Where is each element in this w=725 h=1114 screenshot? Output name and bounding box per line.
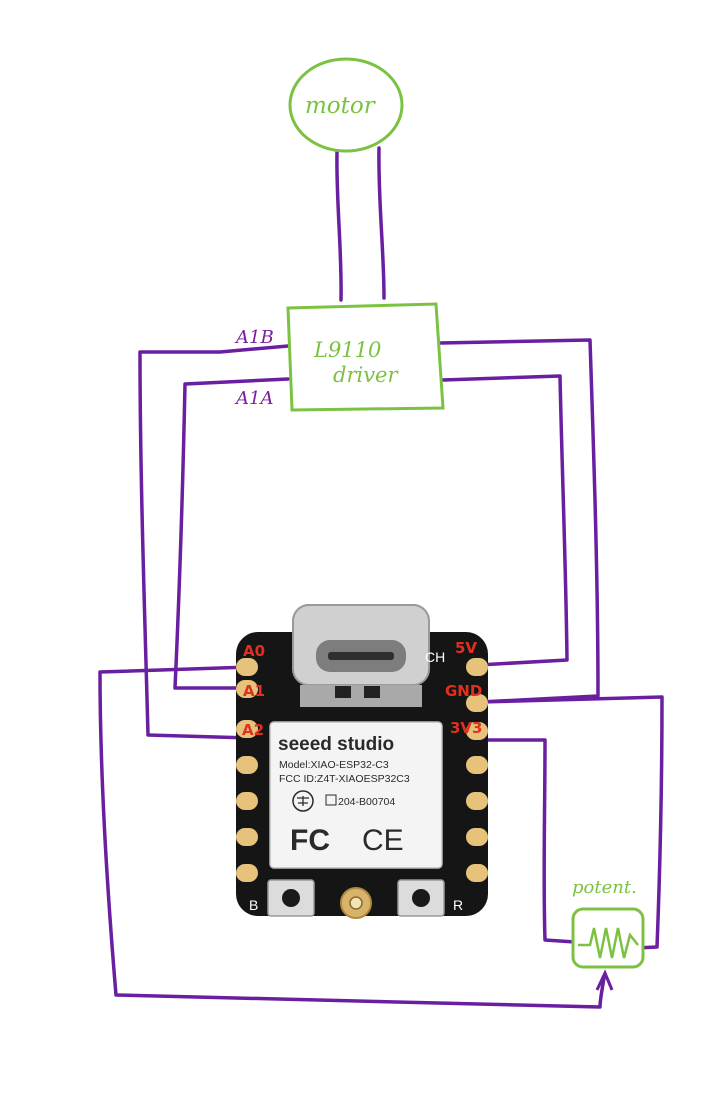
pad-right-4 (466, 756, 488, 774)
pad-left-6 (236, 828, 258, 846)
pad-left-1 (236, 658, 258, 676)
driver-pin-a-label: A1A (234, 388, 273, 409)
wire-a1a-to-a1 (173, 377, 290, 690)
pad-left-2 (236, 680, 258, 698)
cert-mark-glyph-icon (297, 796, 309, 806)
wire-gnd-to-pot (478, 695, 664, 950)
r-mark-icon (325, 794, 337, 806)
wire-3v3-to-pot (480, 738, 577, 944)
motor-outline (288, 57, 404, 153)
driver-label-line1: L9110 (313, 338, 381, 362)
pad-left-5 (236, 792, 258, 810)
module-shield (269, 721, 443, 869)
fc-mark: FC (290, 824, 330, 857)
motor-driver: L9110 driver A1B A1A (234, 302, 445, 412)
pot-label: potent. (572, 877, 637, 898)
usb-c-latch-left (335, 686, 351, 698)
pad-right-5 (466, 792, 488, 810)
driver-label-line2: driver (333, 363, 399, 387)
antenna-connector-center (349, 896, 363, 910)
boot-button-cap (282, 889, 300, 907)
usb-c-tongue (328, 652, 394, 660)
right-pads (466, 658, 488, 882)
pot-wiper-arrow (595, 969, 614, 991)
pin-label-gnd: GND (445, 682, 482, 700)
cert-mark-icon (292, 790, 314, 812)
pad-left-4 (236, 756, 258, 774)
wire-driver-to-5v (441, 374, 569, 667)
wire-a0-to-wiper (98, 665, 606, 1009)
pad-right-6 (466, 828, 488, 846)
reset-button-cap (412, 889, 430, 907)
silk-r: R (453, 897, 463, 913)
pad-left-3 (236, 720, 258, 738)
pin-label-a2: A2 (242, 721, 264, 739)
ce-mark: CE (362, 824, 404, 857)
pad-right-3 (466, 722, 488, 740)
potentiometer: potent. (571, 877, 645, 991)
pin-label-3v3: 3V3 (450, 719, 482, 737)
pin-label-a1: A1 (243, 682, 265, 700)
pin-label-5v: 5V (455, 639, 477, 657)
fcc-text: FCC ID:Z4T-XIAOESP32C3 (279, 773, 410, 785)
pad-right-2 (466, 694, 488, 712)
wire-motor-left (335, 150, 343, 302)
wire-driver-to-gnd (439, 338, 600, 704)
pad-left-7 (236, 864, 258, 882)
driver-pin-b-label: A1B (234, 327, 274, 348)
wire-a1b-to-a2 (138, 344, 290, 740)
cert-number: 204-B00704 (338, 796, 395, 808)
xiao-board: CH B R seeed studio Model:XIAO-ESP32-C3 (236, 604, 488, 919)
usb-c-latch-right (364, 686, 380, 698)
model-text: Model:XIAO-ESP32-C3 (279, 759, 389, 771)
motor: motor (288, 57, 404, 153)
brand-logo: seeed studio (278, 734, 394, 755)
left-pads (236, 658, 258, 882)
driver-outline (286, 302, 445, 412)
silk-ch: CH (425, 649, 445, 665)
motor-label: motor (305, 93, 377, 119)
pad-right-7 (466, 864, 488, 882)
usb-c-shell-bottom (300, 685, 422, 707)
wire-motor-right (377, 146, 386, 300)
pad-right-1 (466, 658, 488, 676)
silk-b: B (249, 897, 258, 913)
pot-zigzag (578, 927, 639, 959)
pin-label-a0: A0 (243, 642, 265, 660)
